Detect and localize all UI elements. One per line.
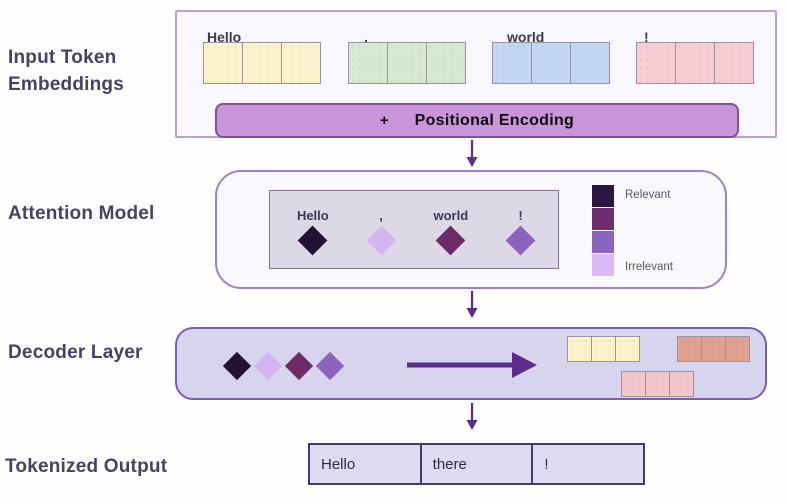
output-cell: Hello [321,455,356,473]
decoder-strip-yellow [567,336,640,362]
embedding-cell [426,42,466,84]
embedding-cell [387,42,427,84]
attention-diamond [366,225,396,256]
output-cell: ! [531,445,643,483]
decoder-cell [677,336,702,362]
embedding-strip-hello [203,42,321,84]
embedding-strip-world [492,42,610,84]
arrow-down-icon [466,291,478,318]
embedding-strip-exclaim [636,42,754,84]
decoder-strip-salmon [677,336,750,362]
positional-encoding-bar: + Positional Encoding [215,103,739,138]
decoder-cell [615,336,640,362]
attention-token-comma: , [366,208,396,256]
label-decoder-layer: Decoder Layer [8,342,143,363]
decoder-diamond [253,351,283,380]
attention-tokens-panel: Hello , world ! [269,190,559,269]
embedding-cell [636,42,676,84]
decoder-layer-box [175,327,767,400]
legend-swatch [592,231,614,253]
decoder-strip-pink [621,371,694,397]
embedding-cell [348,42,388,84]
attention-token-exclaim: ! [505,208,536,256]
tokenized-output-table: Hello there ! [308,443,645,485]
legend-swatch [592,208,614,230]
attention-diamond [435,225,466,256]
embedding-cell [714,42,754,84]
decoder-cell [567,336,592,362]
embedding-cell [203,42,243,84]
decoder-cell [591,336,616,362]
legend-swatch [592,185,614,207]
embedding-cell [675,42,715,84]
decoder-diamond [284,351,314,380]
decoder-diamond [315,351,345,380]
embedding-cell [281,42,321,84]
attention-token-label: , [379,208,383,223]
relevance-legend: Relevant Irrelevant [592,185,673,277]
embedding-cell [242,42,282,84]
attention-token-hello: Hello [296,208,329,256]
embedding-strip-comma [348,42,466,84]
decoder-cell [701,336,726,362]
decoder-cell [669,371,694,397]
decoder-cell [621,371,646,397]
legend-label-relevant: Relevant [625,189,671,201]
output-cell: there [419,445,532,483]
attention-token-label: world [433,208,469,223]
attention-token-label: ! [518,208,523,223]
arrow-right-icon [407,352,537,378]
embedding-cell [492,42,532,84]
embedding-cell [531,42,571,84]
attention-model-box: Hello , world ! Relevant Irrelevant [215,170,727,289]
label-tokenized-output: Tokenized Output [5,456,168,477]
plus-icon: + [379,112,389,129]
decoder-cell [725,336,750,362]
attention-diamond [505,225,536,256]
token-label-hello: Hello [207,29,242,45]
positional-encoding-label: Positional Encoding [414,111,575,129]
token-label-exclaim: ! [644,29,649,45]
arrow-down-icon [466,140,478,167]
decoder-cell [645,371,670,397]
arrow-down-icon [466,403,478,430]
legend-label-irrelevant: Irrelevant [625,261,673,273]
token-label-comma: , [364,29,368,45]
label-input-token-embeddings: Input Token Embeddings [8,47,125,95]
legend-swatch [592,254,614,276]
embedding-cell [570,42,610,84]
token-label-world: world [507,29,545,45]
label-attention-model: Attention Model [8,203,155,224]
attention-token-world: world [433,208,469,256]
decoder-diamonds [222,329,345,402]
decoder-diamond [222,351,252,380]
attention-token-label: Hello [296,208,329,223]
attention-diamond [297,225,328,256]
input-embeddings-box: Hello , world ! + Positional Encoding [175,10,777,138]
